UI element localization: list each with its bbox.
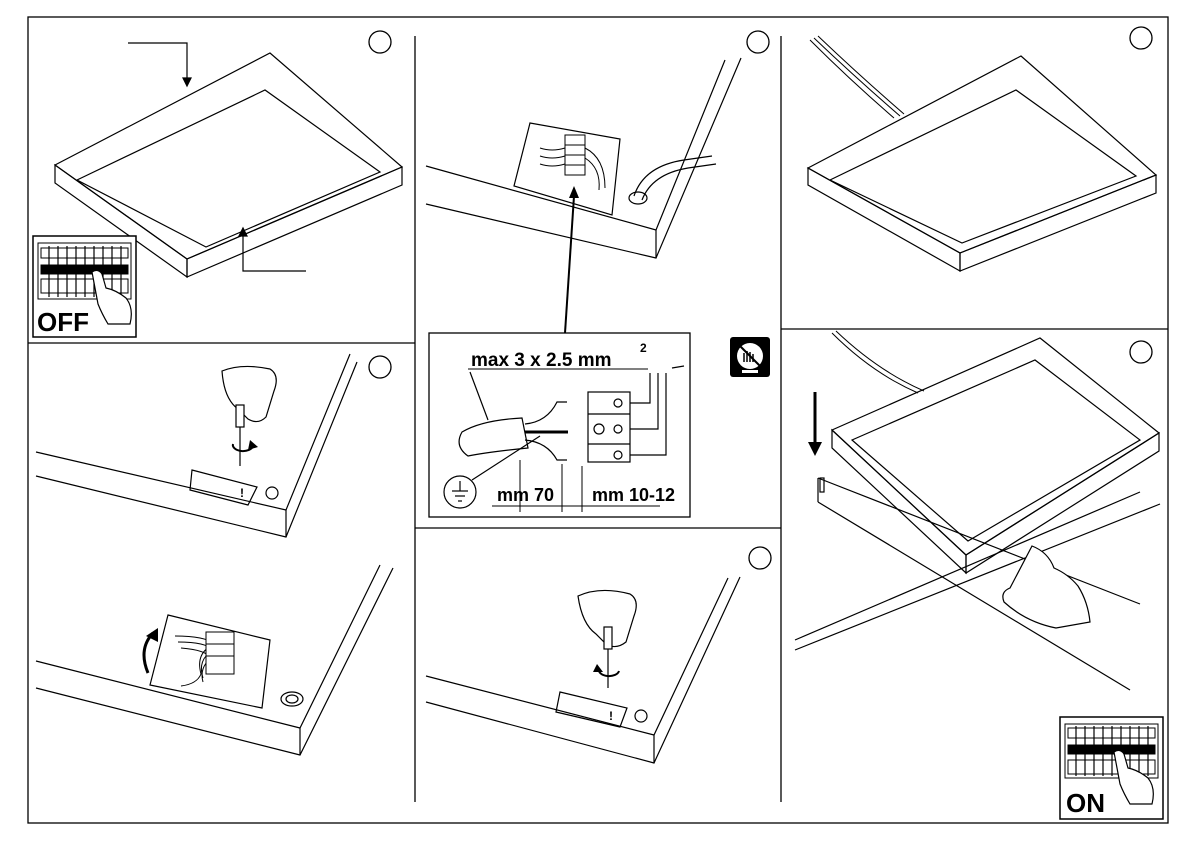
caution-mark-lower: !: [609, 709, 613, 723]
on-label: ON: [1066, 788, 1105, 818]
step-circle-2: [369, 356, 391, 378]
no-touch-warning-icon: [730, 337, 770, 377]
core-strip-label: mm 10-12: [592, 485, 675, 505]
breaker-on-box: ON: [1060, 717, 1163, 819]
step-circle-1: [369, 31, 391, 53]
cable-spec-label: max 3 x 2.5 mm: [471, 350, 611, 371]
wiring-bundle-lower: [175, 632, 234, 686]
curved-rotate-arrow-icon: [144, 628, 158, 673]
screwdriver-icon-lower: [578, 590, 636, 688]
breaker-panel-icon: [38, 243, 131, 299]
rotate-arrow-icon-lower: [599, 669, 619, 676]
step-circle-3: [747, 31, 769, 53]
step5-panel: [808, 36, 1156, 271]
hand-icon-mounting: [1003, 546, 1090, 628]
breaker-panel-icon-on: [1065, 724, 1158, 778]
wiring-spec-box: max 3 x 2.5 mm 2 mm 70 mm 10-12: [429, 333, 690, 517]
step-circle-5: [1130, 27, 1152, 49]
step1-pointer-arrows: [128, 43, 306, 271]
caution-mark-upper: !: [240, 486, 244, 500]
down-arrow-icon: [808, 392, 822, 456]
off-label: OFF: [37, 307, 89, 337]
breaker-off-box: OFF: [33, 236, 136, 337]
screwdriver-icon: [222, 366, 276, 466]
cable-spec-superscript: 2: [640, 341, 647, 355]
terminal-block-icon: [540, 135, 605, 190]
step-circle-4: [749, 547, 771, 569]
step-circle-6: [1130, 341, 1152, 363]
strip-length-label: mm 70: [497, 485, 554, 505]
step2-frame-upper: [36, 354, 357, 537]
step6-panel: [795, 331, 1160, 690]
